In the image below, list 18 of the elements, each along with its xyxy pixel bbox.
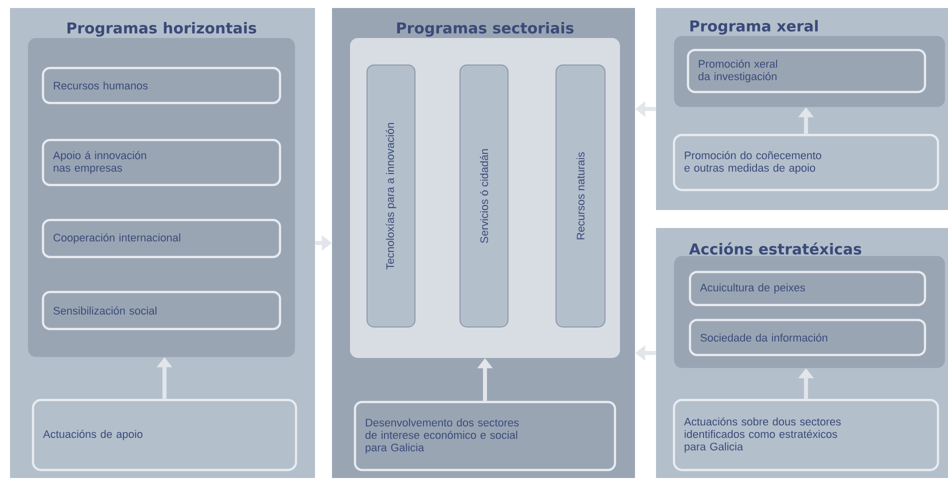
node-label: Programas sectoriais xyxy=(397,22,574,37)
action-box: Actuacións sobre dous sectores identificados como estratéxicos para Galicia xyxy=(672,398,940,472)
program-box: Sensibilización social xyxy=(42,290,282,330)
program-box: Desenvolvemento dos sectores de interese económico e social para Galicia xyxy=(354,400,616,472)
program-box: Recursos humanos xyxy=(42,66,282,104)
program-box: Servicios ó cidadán xyxy=(460,64,508,328)
program-box: Acuicultura de peixes xyxy=(688,270,926,306)
program-box: Recursos naturais xyxy=(556,64,606,328)
program-box: Tecnoloxías para a innovación xyxy=(366,64,416,328)
program-box: Sociedade da información xyxy=(688,318,926,356)
node-label: Accións estratéxicas xyxy=(689,242,862,255)
program-box: Apoio á innovación nas empresas xyxy=(42,138,282,186)
program-box: Cooperación internacional xyxy=(42,218,282,258)
program-box: Promoción xeral da investigación xyxy=(686,48,926,94)
node-label: Programa xeral xyxy=(690,20,818,35)
action-box: Actuacións de apoio xyxy=(32,398,298,472)
node-label: Programas horizontais xyxy=(68,22,256,37)
action-box: Promoción do coñecemento e outras medidas de apoio xyxy=(672,134,940,192)
